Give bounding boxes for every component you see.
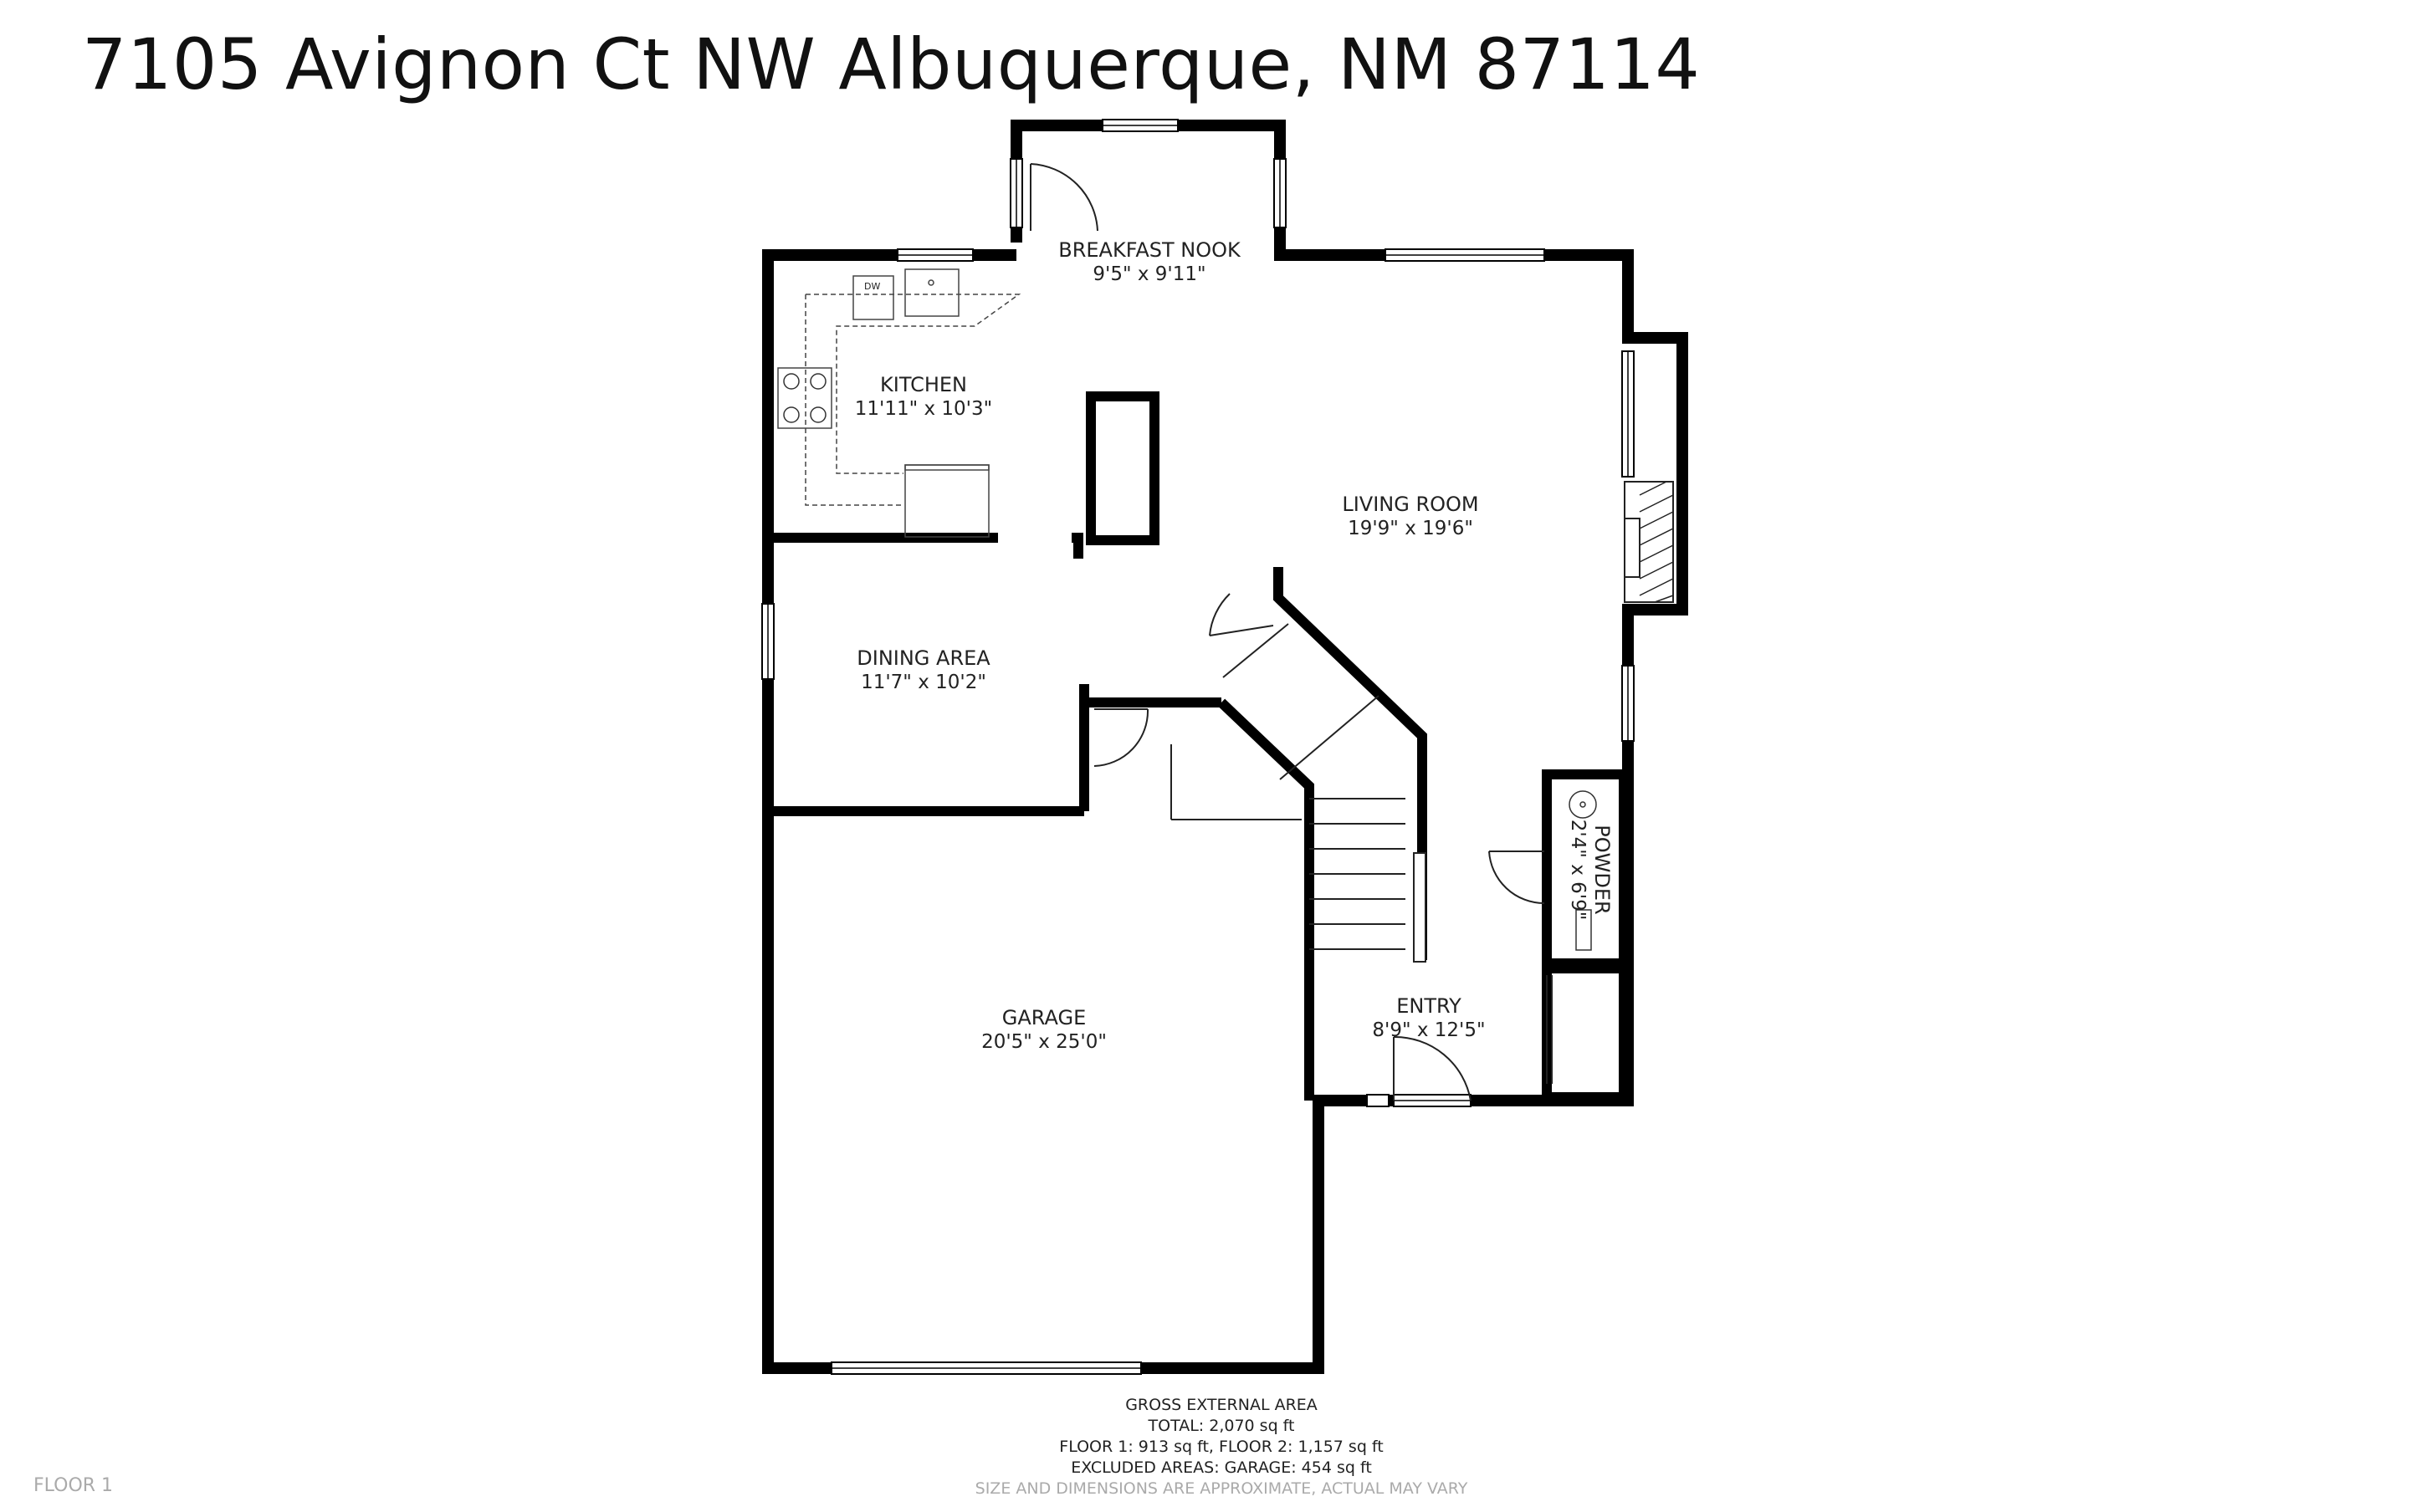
windows bbox=[761, 119, 1635, 1375]
room-dims-kitchen: 11'11" x 10'3" bbox=[855, 398, 992, 420]
room-name-kitchen: KITCHEN bbox=[880, 373, 967, 396]
staircase bbox=[1170, 623, 1426, 963]
fireplace bbox=[1624, 481, 1674, 603]
room-dims-living-room: 19'9" x 19'6" bbox=[1348, 518, 1473, 539]
room-dims-breakfast-nook: 9'5" x 9'11" bbox=[1093, 263, 1205, 285]
area-summary: GROSS EXTERNAL AREA TOTAL: 2,070 sq ft F… bbox=[887, 1395, 1556, 1499]
room-labels: BREAKFAST NOOK 9'5" x 9'11" KITCHEN 11'1… bbox=[855, 238, 1614, 1053]
kitchen-fixtures bbox=[777, 268, 1021, 538]
room-name-garage: GARAGE bbox=[1002, 1006, 1086, 1029]
page-title: 7105 Avignon Ct NW Albuquerque, NM 87114 bbox=[82, 23, 1701, 105]
area-disclaimer: SIZE AND DIMENSIONS ARE APPROXIMATE, ACT… bbox=[975, 1479, 1468, 1498]
interior-walls bbox=[768, 391, 1629, 1102]
room-dims-entry: 8'9" x 12'5" bbox=[1372, 1019, 1485, 1041]
room-name-breakfast-nook: BREAKFAST NOOK bbox=[1058, 238, 1241, 262]
floor-label: FLOOR 1 bbox=[33, 1475, 114, 1496]
area-floors: FLOOR 1: 913 sq ft, FLOOR 2: 1,157 sq ft bbox=[1059, 1438, 1384, 1456]
room-name-living-room: LIVING ROOM bbox=[1342, 493, 1478, 516]
room-name-entry: ENTRY bbox=[1396, 994, 1461, 1018]
powder-fixtures bbox=[1569, 790, 1597, 951]
room-name-powder: POWDER bbox=[1590, 825, 1614, 914]
room-name-dining-area: DINING AREA bbox=[857, 646, 990, 670]
area-excluded: EXCLUDED AREAS: GARAGE: 454 sq ft bbox=[1071, 1458, 1372, 1477]
area-total: TOTAL: 2,070 sq ft bbox=[1148, 1417, 1295, 1435]
doors bbox=[1030, 163, 1553, 1101]
room-dims-garage: 20'5" x 25'0" bbox=[981, 1031, 1107, 1053]
area-heading: GROSS EXTERNAL AREA bbox=[1125, 1396, 1318, 1414]
room-dims-dining-area: 11'7" x 10'2" bbox=[861, 672, 986, 693]
room-dims-powder: 2'4" x 6'9" bbox=[1567, 820, 1589, 921]
dishwasher-label: DW bbox=[864, 281, 880, 292]
